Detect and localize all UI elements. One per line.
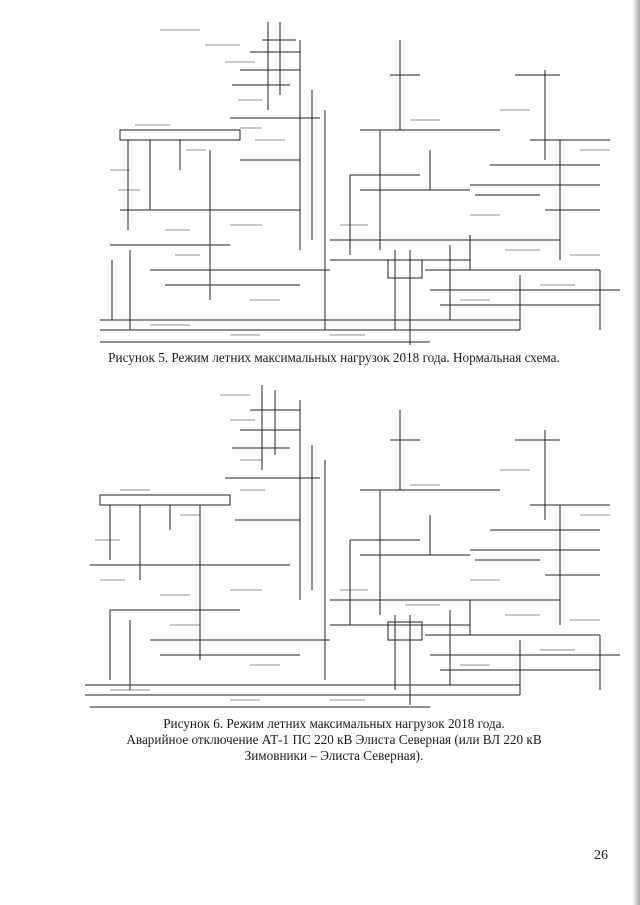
figure-5-caption-line: Рисунок 5. Режим летних максимальных наг… bbox=[108, 350, 560, 365]
figure-5-caption: Рисунок 5. Режим летних максимальных наг… bbox=[14, 350, 640, 366]
figure-6-label-ticks bbox=[95, 394, 610, 701]
figure-5-label-ticks bbox=[110, 29, 610, 336]
figure-5-lines bbox=[100, 22, 620, 345]
page-number: 26 bbox=[594, 848, 608, 863]
scan-edge-shadow bbox=[632, 0, 640, 905]
figure-6-caption: Рисунок 6. Режим летних максимальных наг… bbox=[14, 716, 640, 764]
figure-6-caption-line-3: Зимовники – Элиста Северная). bbox=[244, 748, 424, 763]
figure-6-lines bbox=[85, 385, 620, 708]
figure-6-caption-line-2: Аварийное отключение АТ-1 ПС 220 кВ Элис… bbox=[126, 732, 542, 747]
figure-6-caption-line-1: Рисунок 6. Режим летних максимальных наг… bbox=[163, 716, 505, 731]
